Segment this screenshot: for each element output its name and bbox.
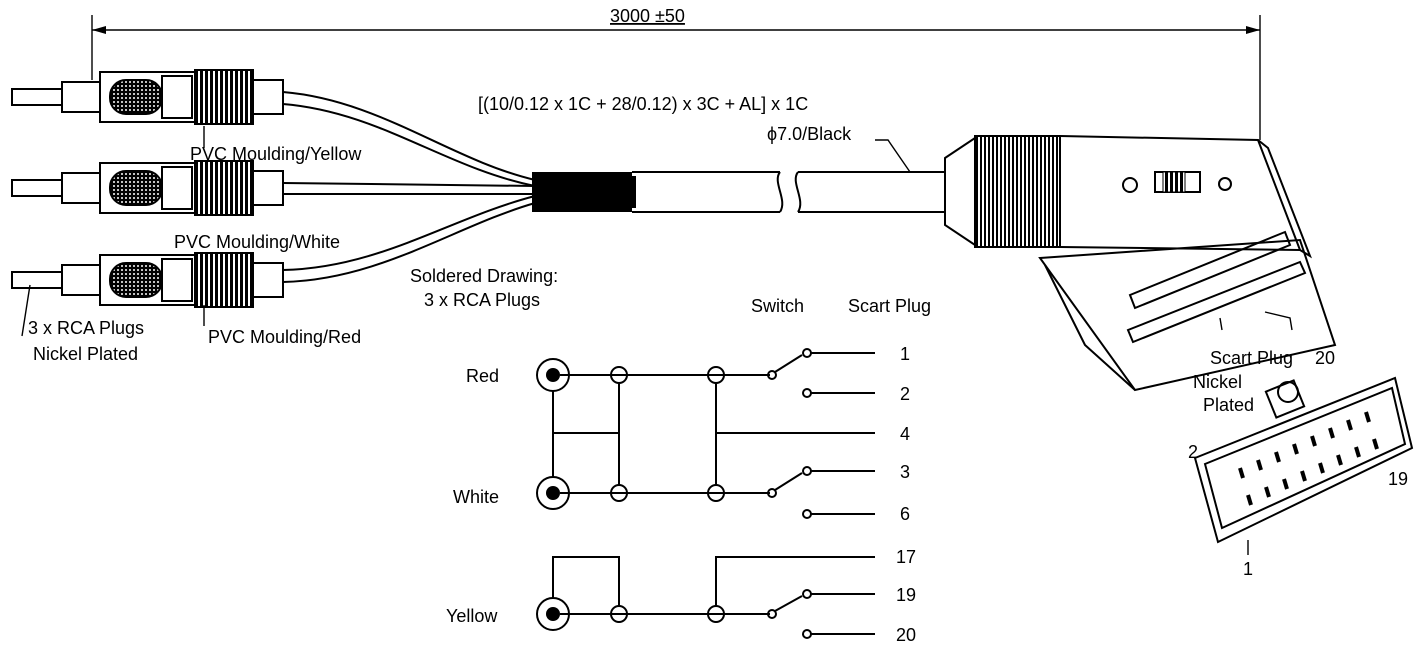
cable-spec-line1: [(10/0.12 x 1C + 28/0.12) x 3C + AL] x 1…	[478, 94, 808, 114]
switch-header: Switch	[751, 296, 804, 316]
label-moulding-yellow: PVC Moulding/Yellow	[190, 144, 362, 164]
label-rca-line1: 3 x RCA Plugs	[28, 318, 144, 338]
row-label-red: Red	[466, 366, 499, 386]
scart-pin-2: 2	[1188, 442, 1198, 462]
pin-label: 17	[896, 547, 916, 567]
scart-face	[1193, 376, 1414, 544]
scart-nickel-line1: Nickel	[1193, 372, 1242, 392]
cable-spec-line2: ϕ7.0/Black	[767, 124, 852, 144]
scart-plug-header: Scart Plug	[848, 296, 931, 316]
scart-connector	[944, 135, 1337, 392]
length-label: 3000 ±50	[610, 6, 685, 26]
scart-labels: Scart Plug 20 Nickel Plated 2 19 1	[1188, 348, 1408, 579]
label-rca-line2: Nickel Plated	[33, 344, 138, 364]
pin-label: 6	[900, 504, 910, 524]
row-label-yellow: Yellow	[446, 606, 498, 626]
scart-pin-19: 19	[1388, 469, 1408, 489]
length-dimension: 3000 ±50	[91, 6, 1261, 140]
rca-plug-yellow	[11, 69, 284, 125]
cable-labels: [(10/0.12 x 1C + 28/0.12) x 3C + AL] x 1…	[478, 94, 911, 173]
row-label-white: White	[453, 487, 499, 507]
switch-yellow	[767, 589, 875, 639]
scart-pin-1: 1	[1243, 559, 1253, 579]
scart-label: Scart Plug	[1210, 348, 1293, 368]
switch-white	[767, 466, 875, 519]
rca-plug-white	[11, 160, 284, 216]
switch-red	[767, 348, 875, 398]
cable	[532, 171, 945, 213]
scart-pin-20: 20	[1315, 348, 1335, 368]
pin-label: 3	[900, 462, 910, 482]
wires	[282, 91, 536, 283]
label-moulding-red: PVC Moulding/Red	[208, 327, 361, 347]
soldered-title-line1: Soldered Drawing:	[410, 266, 558, 286]
scart-nickel-line2: Plated	[1203, 395, 1254, 415]
label-moulding-white: PVC Moulding/White	[174, 232, 340, 252]
rca-plug-red	[11, 252, 284, 308]
pin-label: 1	[900, 344, 910, 364]
soldered-title-line2: 3 x RCA Plugs	[424, 290, 540, 310]
pin-label: 2	[900, 384, 910, 404]
soldered-drawing: Soldered Drawing: 3 x RCA Plugs Switch S…	[410, 266, 931, 645]
plug-labels: PVC Moulding/Yellow PVC Moulding/White P…	[21, 126, 362, 364]
pin-label: 4	[900, 424, 910, 444]
pin-label: 19	[896, 585, 916, 605]
pin-label: 20	[896, 625, 916, 645]
